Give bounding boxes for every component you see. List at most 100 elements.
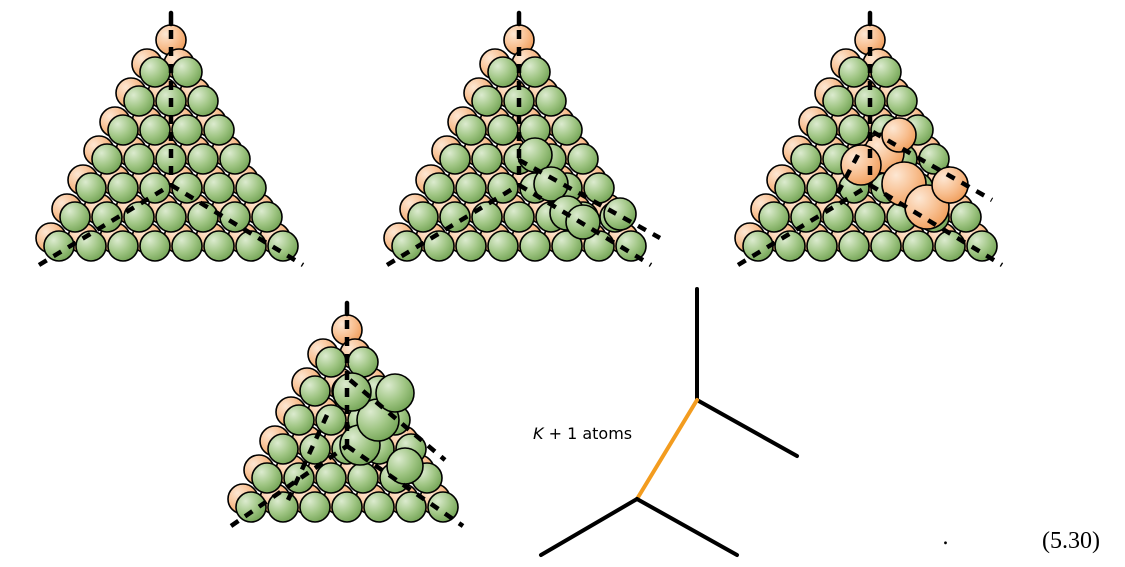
green-sphere xyxy=(267,433,299,465)
green-sphere xyxy=(487,230,519,262)
green-sphere xyxy=(822,201,854,233)
graph-edge-lower-left xyxy=(539,497,639,557)
pyramid-configuration-1 xyxy=(35,10,305,267)
green-sphere xyxy=(806,230,838,262)
green-sphere xyxy=(203,172,235,204)
green-sphere xyxy=(966,230,998,262)
sentence-period: . xyxy=(942,525,949,550)
green-sphere xyxy=(123,201,155,233)
green-sphere xyxy=(203,114,235,146)
green-sphere xyxy=(267,491,299,523)
green-sphere xyxy=(315,404,347,436)
green-sphere xyxy=(123,143,155,175)
green-sphere xyxy=(219,201,251,233)
trivalent-graph xyxy=(539,287,799,557)
dashed-boundary-edge xyxy=(385,183,521,267)
green-sphere xyxy=(107,114,139,146)
green-sphere xyxy=(423,172,455,204)
pyramid-configuration-3 xyxy=(734,10,1004,267)
green-sphere xyxy=(91,143,123,175)
green-sphere xyxy=(533,166,569,202)
dashed-boundary-edge xyxy=(229,444,349,528)
green-sphere xyxy=(886,85,918,117)
dashed-boundary-edge xyxy=(37,183,173,267)
green-sphere xyxy=(407,201,439,233)
green-sphere xyxy=(187,85,219,117)
green-sphere xyxy=(615,230,647,262)
green-sphere xyxy=(838,114,870,146)
green-sphere xyxy=(455,230,487,262)
green-sphere xyxy=(902,230,934,262)
green-sphere xyxy=(331,491,363,523)
graph-edge-upper-right xyxy=(695,398,799,458)
green-sphere xyxy=(567,143,599,175)
green-sphere xyxy=(123,85,155,117)
green-sphere xyxy=(806,114,838,146)
atoms-text: + 1 atoms xyxy=(543,424,633,443)
green-sphere xyxy=(790,143,822,175)
k-symbol: K xyxy=(533,424,544,443)
orange-sphere xyxy=(881,117,917,153)
green-sphere xyxy=(187,143,219,175)
green-sphere xyxy=(107,172,139,204)
green-sphere xyxy=(139,56,171,88)
green-sphere xyxy=(203,230,235,262)
green-sphere xyxy=(838,56,870,88)
green-sphere xyxy=(838,230,870,262)
dashed-boundary-edge xyxy=(345,444,465,528)
green-sphere xyxy=(299,433,331,465)
green-sphere xyxy=(583,172,615,204)
green-sphere xyxy=(535,85,567,117)
green-sphere xyxy=(139,230,171,262)
green-sphere xyxy=(471,143,503,175)
green-sphere xyxy=(790,201,822,233)
green-sphere xyxy=(551,114,583,146)
green-sphere xyxy=(139,172,171,204)
green-sphere xyxy=(950,201,982,233)
green-sphere xyxy=(455,114,487,146)
green-sphere xyxy=(519,230,551,262)
green-sphere xyxy=(139,114,171,146)
green-sphere xyxy=(347,462,379,494)
green-sphere xyxy=(603,197,637,231)
pyramid-configuration-2 xyxy=(383,10,662,267)
green-sphere xyxy=(315,462,347,494)
green-sphere xyxy=(551,230,583,262)
dashed-boundary-edge xyxy=(833,153,860,200)
green-sphere xyxy=(487,114,519,146)
green-sphere xyxy=(283,404,315,436)
green-sphere xyxy=(171,114,203,146)
green-sphere xyxy=(299,375,331,407)
green-sphere xyxy=(315,346,347,378)
green-sphere xyxy=(107,230,139,262)
green-sphere xyxy=(251,462,283,494)
green-sphere xyxy=(267,230,299,262)
green-sphere xyxy=(75,172,107,204)
pyramid-configuration-4 xyxy=(227,300,465,528)
green-sphere xyxy=(171,56,203,88)
green-sphere xyxy=(503,201,535,233)
green-sphere xyxy=(235,172,267,204)
green-sphere xyxy=(219,143,251,175)
green-sphere xyxy=(439,143,471,175)
green-sphere xyxy=(870,56,902,88)
green-sphere xyxy=(870,230,902,262)
equation-number: (5.30) xyxy=(1042,528,1100,554)
green-sphere xyxy=(91,201,123,233)
green-sphere xyxy=(487,56,519,88)
dashed-boundary-edge xyxy=(736,183,872,267)
dashed-boundary-edge xyxy=(868,183,1004,267)
green-sphere xyxy=(251,201,283,233)
green-sphere xyxy=(822,85,854,117)
green-sphere xyxy=(427,491,459,523)
green-sphere xyxy=(455,172,487,204)
green-sphere xyxy=(332,372,372,412)
green-sphere xyxy=(758,201,790,233)
green-sphere xyxy=(59,201,91,233)
green-sphere xyxy=(155,201,187,233)
graph-edge-lower-right xyxy=(635,497,739,557)
green-sphere xyxy=(934,230,966,262)
dashed-boundary-edge xyxy=(871,130,994,202)
dashed-boundary-edge xyxy=(348,378,447,462)
green-sphere xyxy=(375,373,415,413)
